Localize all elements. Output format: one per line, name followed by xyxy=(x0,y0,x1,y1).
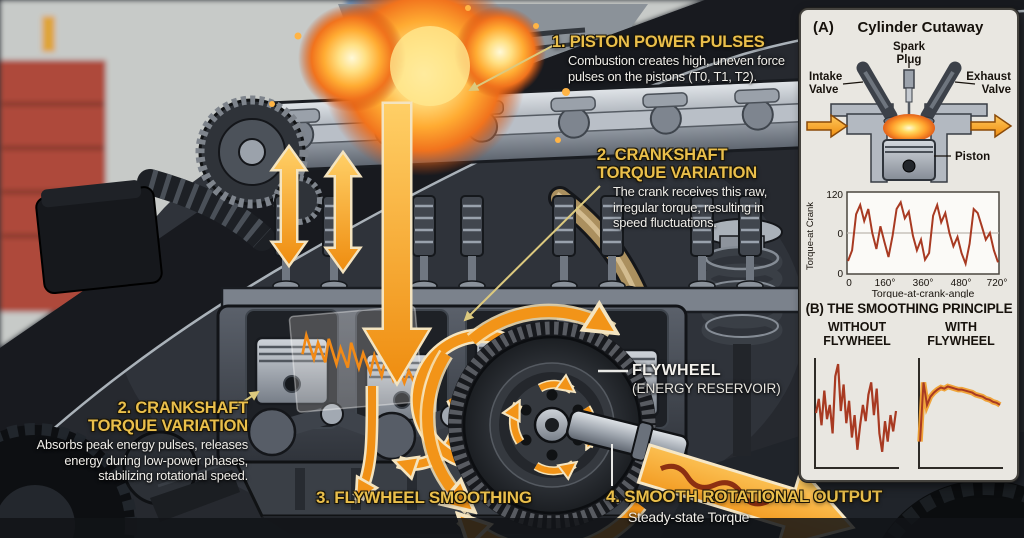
svg-text:Plug: Plug xyxy=(897,54,922,66)
annotation-crankshaft-torque-variation-right: 2. CRANKSHAFT TORQUE VARIATION The crank… xyxy=(597,146,803,231)
power-stroke-down-arrow xyxy=(361,101,433,387)
panel-b-title: (B) THE SMOOTHING PRINCIPLE xyxy=(805,301,1013,316)
annotation-title: 4. SMOOTH ROTATIONAL OUTPUT xyxy=(606,487,883,506)
annotation-body: Absorbs peak energy pulses, releases ene… xyxy=(36,437,249,484)
garage-wall xyxy=(0,0,705,348)
annotation-piston-power-pulses: 1. PISTON POWER PULSES Combustion create… xyxy=(552,33,822,84)
annotation-title: 2. CRANKSHAFT TORQUE VARIATION xyxy=(88,399,248,436)
piston xyxy=(254,336,330,406)
annotation-smooth-rotational-output: 4. SMOOTH ROTATIONAL OUTPUT Steady-state… xyxy=(606,487,916,525)
sparks xyxy=(269,5,570,143)
annotation-body: Combustion creates high, uneven force pu… xyxy=(568,53,785,84)
smoothing-comparison-charts xyxy=(814,358,1003,469)
intake-flow-arrow xyxy=(806,113,849,139)
annotation-title: 3. FLYWHEEL SMOOTHING xyxy=(316,488,532,507)
panel-a-tag: (A) xyxy=(813,19,834,36)
air-filter-box xyxy=(35,180,163,295)
annotation-flywheel: FLYWHEEL (ENERGY RESERVOIR) xyxy=(632,362,822,396)
annotation-title: 1. PISTON POWER PULSES xyxy=(552,33,765,51)
with-flywheel-trace xyxy=(919,382,1001,442)
piston-label: Piston xyxy=(955,151,990,163)
steady-torque-wave xyxy=(659,463,770,507)
side-panel: (A) Cylinder Cutaway xyxy=(799,8,1019,482)
annotation-crankshaft-torque-variation-left: 2. CRANKSHAFT TORQUE VARIATION Absorbs p… xyxy=(10,399,249,484)
leader-line-2 xyxy=(463,185,601,322)
oil-bottle xyxy=(42,16,55,52)
cutaway-piston xyxy=(882,139,936,181)
panel-a-title: Cylinder Cutaway xyxy=(857,19,984,36)
exhaust-valve-label: Exhaust xyxy=(966,71,1011,83)
svg-text:360°: 360° xyxy=(913,278,934,289)
without-flywheel-trace xyxy=(814,363,898,452)
with-flywheel-label: WITH FLYWHEEL xyxy=(927,320,995,348)
svg-text:Valve: Valve xyxy=(982,84,1011,96)
chart-y-ticks: 120 0 0 xyxy=(826,190,843,280)
annotation-body: Steady-state Torque xyxy=(628,508,750,525)
spark-plug xyxy=(903,69,915,114)
combustion-chamber-fire xyxy=(883,114,935,142)
axle-assembly xyxy=(122,430,240,522)
svg-text:160°: 160° xyxy=(875,278,896,289)
spark-plug-label: Spark xyxy=(893,41,926,53)
svg-text:0: 0 xyxy=(837,229,843,240)
panel-a-header: (A) Cylinder Cutaway xyxy=(813,19,1007,36)
svg-text:120: 120 xyxy=(826,190,843,201)
flywheel-sublabel: (ENERGY RESERVOIR) xyxy=(632,381,781,396)
svg-text:720°: 720° xyxy=(987,278,1008,289)
ground-shadow xyxy=(0,518,1024,538)
svg-text:0: 0 xyxy=(837,269,843,280)
svg-text:480°: 480° xyxy=(951,278,972,289)
intake-valve-label: Intake xyxy=(809,71,842,83)
with-flywheel-trace-glow xyxy=(917,381,1002,442)
torque-trace xyxy=(847,199,999,268)
cylinder-cutaway-diagram: Intake Valve Spark Plug Exhaust Valve Pi… xyxy=(806,41,1013,183)
with-flywheel-axes xyxy=(918,358,1003,469)
combustion-explosion xyxy=(269,0,570,176)
timing-gear xyxy=(195,95,323,225)
leader-line-1 xyxy=(468,43,557,91)
chart-y-axis-label: Torque-at Crank xyxy=(805,202,816,270)
annotation-flywheel-smoothing: 3. FLYWHEEL SMOOTHING xyxy=(316,488,532,508)
svg-text:0: 0 xyxy=(846,278,852,289)
chart-x-axis-label: Torque-at-crank-angle xyxy=(872,288,975,298)
leader-line-3 xyxy=(227,390,260,413)
piston-force-arrows xyxy=(274,101,433,387)
annotation-title: 2. CRANKSHAFT TORQUE VARIATION xyxy=(597,146,757,183)
without-flywheel-label: WITHOUT FLYWHEEL xyxy=(823,320,891,348)
leader-lines xyxy=(227,43,628,486)
chart-x-ticks: 0 160° 360° 480° 720° xyxy=(846,278,1007,289)
annotation-body: The crank receives this raw, irregular t… xyxy=(613,184,768,231)
svg-text:Valve: Valve xyxy=(809,84,838,96)
energy-to-pan-arrow xyxy=(358,385,372,498)
torque-at-crank-chart: Torque-at Crank 120 0 0 0 160° 360° 480°… xyxy=(805,190,1007,298)
exhaust-flow-arrow xyxy=(970,113,1013,139)
cutaway-label-lines xyxy=(842,60,976,157)
flywheel-label: FLYWHEEL xyxy=(632,362,721,379)
without-flywheel-axes xyxy=(814,358,899,469)
